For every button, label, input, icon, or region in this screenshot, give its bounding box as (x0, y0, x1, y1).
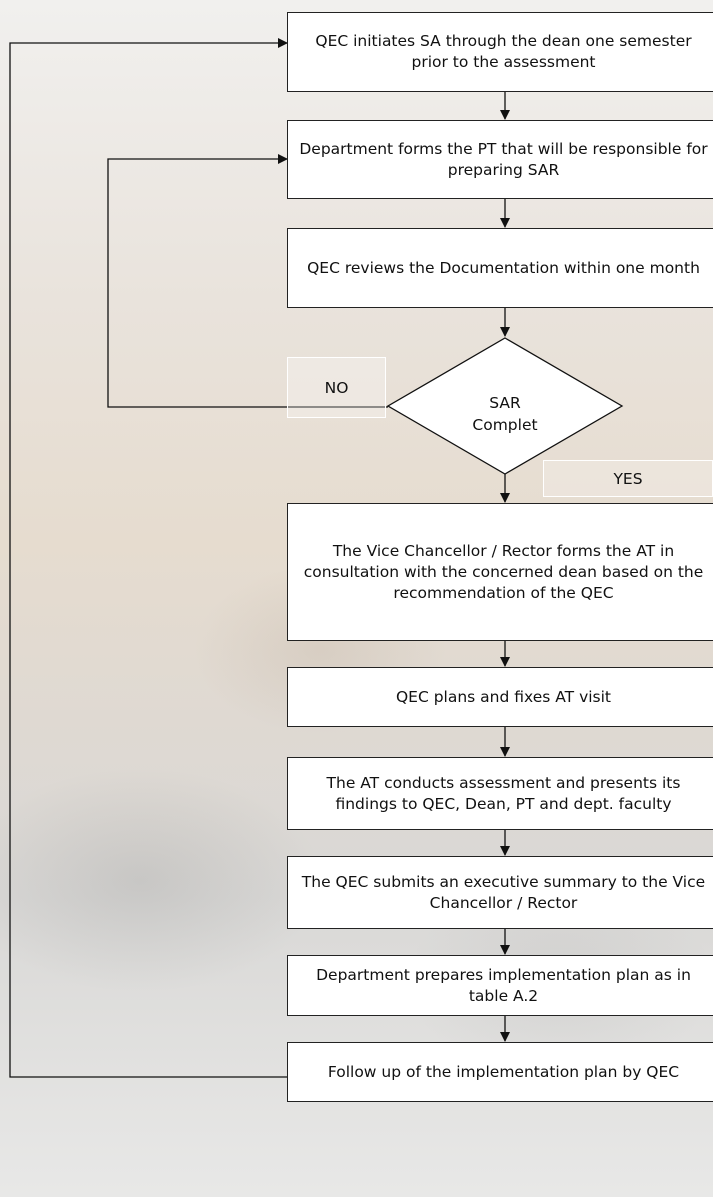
step-initiate-sa: QEC initiates SA through the dean one se… (287, 12, 713, 92)
loop-no-back (107, 154, 388, 408)
decision-line-1: SAR (489, 394, 521, 412)
decision-diamond (386, 337, 624, 475)
decision-text: SAR Complet (388, 356, 622, 472)
no-label: NO (287, 357, 386, 418)
yes-label: YES (543, 460, 713, 497)
step-conduct-assessment: The AT conducts assessment and presents … (287, 757, 713, 830)
step-plan-visit: QEC plans and fixes AT visit (287, 667, 713, 727)
step-implementation-plan: Department prepares implementation plan … (287, 955, 713, 1016)
step-form-pt: Department forms the PT that will be res… (287, 120, 713, 199)
step-review-documentation: QEC reviews the Documentation within one… (287, 228, 713, 308)
step-form-at: The Vice Chancellor / Rector forms the A… (287, 503, 713, 641)
step-executive-summary: The QEC submits an executive summary to … (287, 856, 713, 929)
loop-followup-back (9, 38, 289, 1078)
step-follow-up: Follow up of the implementation plan by … (287, 1042, 713, 1102)
decision-line-2: Complet (472, 416, 538, 434)
